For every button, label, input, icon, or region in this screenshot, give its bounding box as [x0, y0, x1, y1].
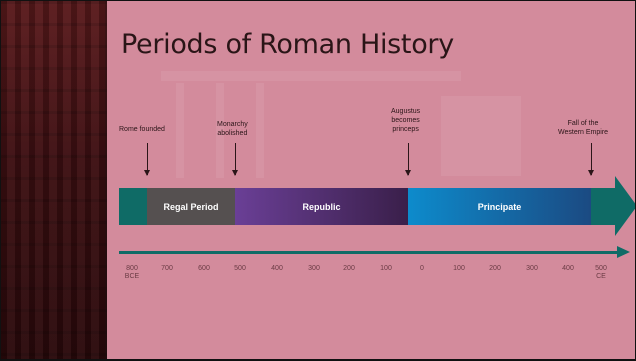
timeline-axis-arrow-head — [617, 246, 630, 258]
event-label-augustus: Augustus becomes princeps — [391, 108, 421, 133]
band-arrow-head — [615, 176, 635, 236]
axis-tick-label: 500 — [234, 265, 246, 272]
event-label-fall-west: Fall of the Western Empire — [558, 120, 609, 136]
axis-tick-label: 200 — [343, 265, 355, 272]
axis-tick-label: 100 — [380, 265, 392, 272]
axis-tick-label: 100 — [453, 265, 465, 272]
event-arrow-monarchy-abolished — [232, 143, 238, 176]
event-arrow-rome-founded — [144, 143, 150, 176]
period-regal-label: Regal Period — [163, 201, 219, 212]
period-post-principate — [591, 188, 615, 225]
period-republic: Republic — [235, 188, 408, 225]
period-republic-label: Republic — [302, 201, 341, 212]
page-title: Periods of Roman History — [121, 29, 454, 60]
axis-tick-label: 600 — [198, 265, 210, 272]
period-pre-regal — [119, 188, 147, 225]
event-label-rome-founded: Rome founded — [119, 126, 165, 133]
event-label-monarchy-abolished: Monarchy abolished — [217, 121, 248, 137]
period-principate-label: Principate — [477, 201, 522, 212]
period-principate: Principate — [408, 188, 591, 225]
ghost-column — [256, 83, 264, 178]
ghost-column — [216, 83, 224, 178]
axis-tick-label: 400 — [562, 265, 574, 272]
axis-tick-label: 800 BCE — [124, 265, 140, 280]
axis-tick-label: 400 — [271, 265, 283, 272]
axis-tick-label: 300 — [308, 265, 320, 272]
ghost-building — [441, 96, 521, 176]
axis-tick-label: 300 — [526, 265, 538, 272]
building-photo-strip — [1, 1, 107, 359]
period-regal: Regal Period — [147, 188, 235, 225]
axis-tick-label: 500 CE — [595, 265, 607, 280]
ghost-column — [176, 83, 184, 178]
axis-tick-label: 200 — [489, 265, 501, 272]
event-arrow-fall-west — [588, 143, 594, 176]
axis-tick-label: 700 — [161, 265, 173, 272]
event-arrow-augustus — [405, 143, 411, 176]
axis-tick-label: 0 — [420, 265, 424, 272]
ghost-entablature — [161, 71, 461, 81]
timeline-axis-line — [119, 251, 619, 254]
